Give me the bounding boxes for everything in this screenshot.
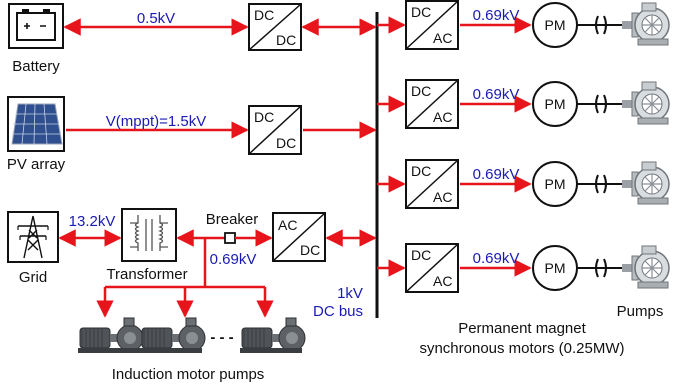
- coupling-shaft: [577, 15, 630, 35]
- battery-dcdc-converter: DC DC: [248, 3, 302, 51]
- motor-voltage-label: 0.69kV: [473, 250, 520, 267]
- motor-voltage-label: 0.69kV: [473, 86, 520, 103]
- transformer-out-voltage: 0.69kV: [210, 251, 257, 268]
- coupling-shaft: [577, 258, 630, 278]
- centrifugal-pump-icon: [621, 245, 670, 289]
- battery-dcdc-bottom: DC: [276, 32, 296, 48]
- pm-motor: PM: [532, 161, 578, 207]
- grid-acdc-top: AC: [278, 217, 297, 233]
- motor-voltage-label: 0.69kV: [473, 7, 520, 24]
- battery-icon: [8, 3, 64, 49]
- pv-voltage: V(mppt)=1.5kV: [106, 113, 206, 130]
- inverter-top-label: DC: [411, 83, 431, 99]
- inverter-bottom-label: AC: [433, 30, 452, 46]
- inverter-bottom-label: AC: [433, 273, 452, 289]
- transformer-label: Transformer: [106, 266, 187, 283]
- pv-dcdc-converter: DC DC: [248, 105, 302, 155]
- grid-label: Grid: [19, 269, 47, 286]
- induction-pump-icon-1: [77, 317, 144, 354]
- induction-pumps-label: Induction motor pumps: [112, 366, 265, 383]
- inverter-top-label: DC: [411, 247, 431, 263]
- centrifugal-pump-icon: [621, 2, 670, 46]
- grid-acdc-converter: AC DC: [272, 212, 326, 262]
- pm-motors-label-line1: Permanent magnet: [458, 320, 586, 337]
- pm-motor-label: PM: [545, 96, 566, 112]
- pv-dcdc-top: DC: [254, 109, 274, 125]
- grid-voltage: 13.2kV: [69, 213, 116, 230]
- pv-label: PV array: [7, 156, 66, 173]
- solar-panel-icon: [7, 96, 65, 152]
- pm-motors-label-line2: synchronous motors (0.25MW): [419, 340, 624, 357]
- breaker-label: Breaker: [206, 211, 259, 228]
- coupling-shaft: [577, 174, 630, 194]
- inverter-bottom-label: AC: [433, 109, 452, 125]
- pumps-label: Pumps: [617, 303, 664, 320]
- pump-ellipsis: - - -: [210, 329, 233, 346]
- battery-label: Battery: [12, 58, 60, 75]
- inverter-top-label: DC: [411, 4, 431, 20]
- centrifugal-pump-icon: [621, 161, 670, 205]
- centrifugal-pump-icon: [621, 81, 670, 125]
- battery-voltage: 0.5kV: [137, 10, 175, 27]
- transformer-icon: [121, 208, 177, 262]
- motor-voltage-label: 0.69kV: [473, 166, 520, 183]
- transmission-tower-icon: [7, 211, 59, 263]
- battery-dcdc-top: DC: [254, 7, 274, 23]
- coupling-shaft: [577, 94, 630, 114]
- pm-motor-label: PM: [545, 17, 566, 33]
- pm-motor-label: PM: [545, 176, 566, 192]
- pm-motor: PM: [532, 2, 578, 48]
- pm-motor-label: PM: [545, 260, 566, 276]
- inverter-bottom-label: AC: [433, 189, 452, 205]
- inverter-top-label: DC: [411, 163, 431, 179]
- dc-bus-voltage: 1kV: [337, 285, 363, 302]
- pm-motor: PM: [532, 245, 578, 291]
- grid-acdc-bottom: DC: [300, 242, 320, 258]
- induction-pump-icon-2: [139, 317, 206, 354]
- breaker-symbol: [224, 232, 236, 244]
- pv-dcdc-bottom: DC: [276, 135, 296, 151]
- induction-pump-icon-3: [239, 317, 306, 354]
- dc-bus-label: DC bus: [313, 303, 363, 320]
- pm-motor: PM: [532, 81, 578, 127]
